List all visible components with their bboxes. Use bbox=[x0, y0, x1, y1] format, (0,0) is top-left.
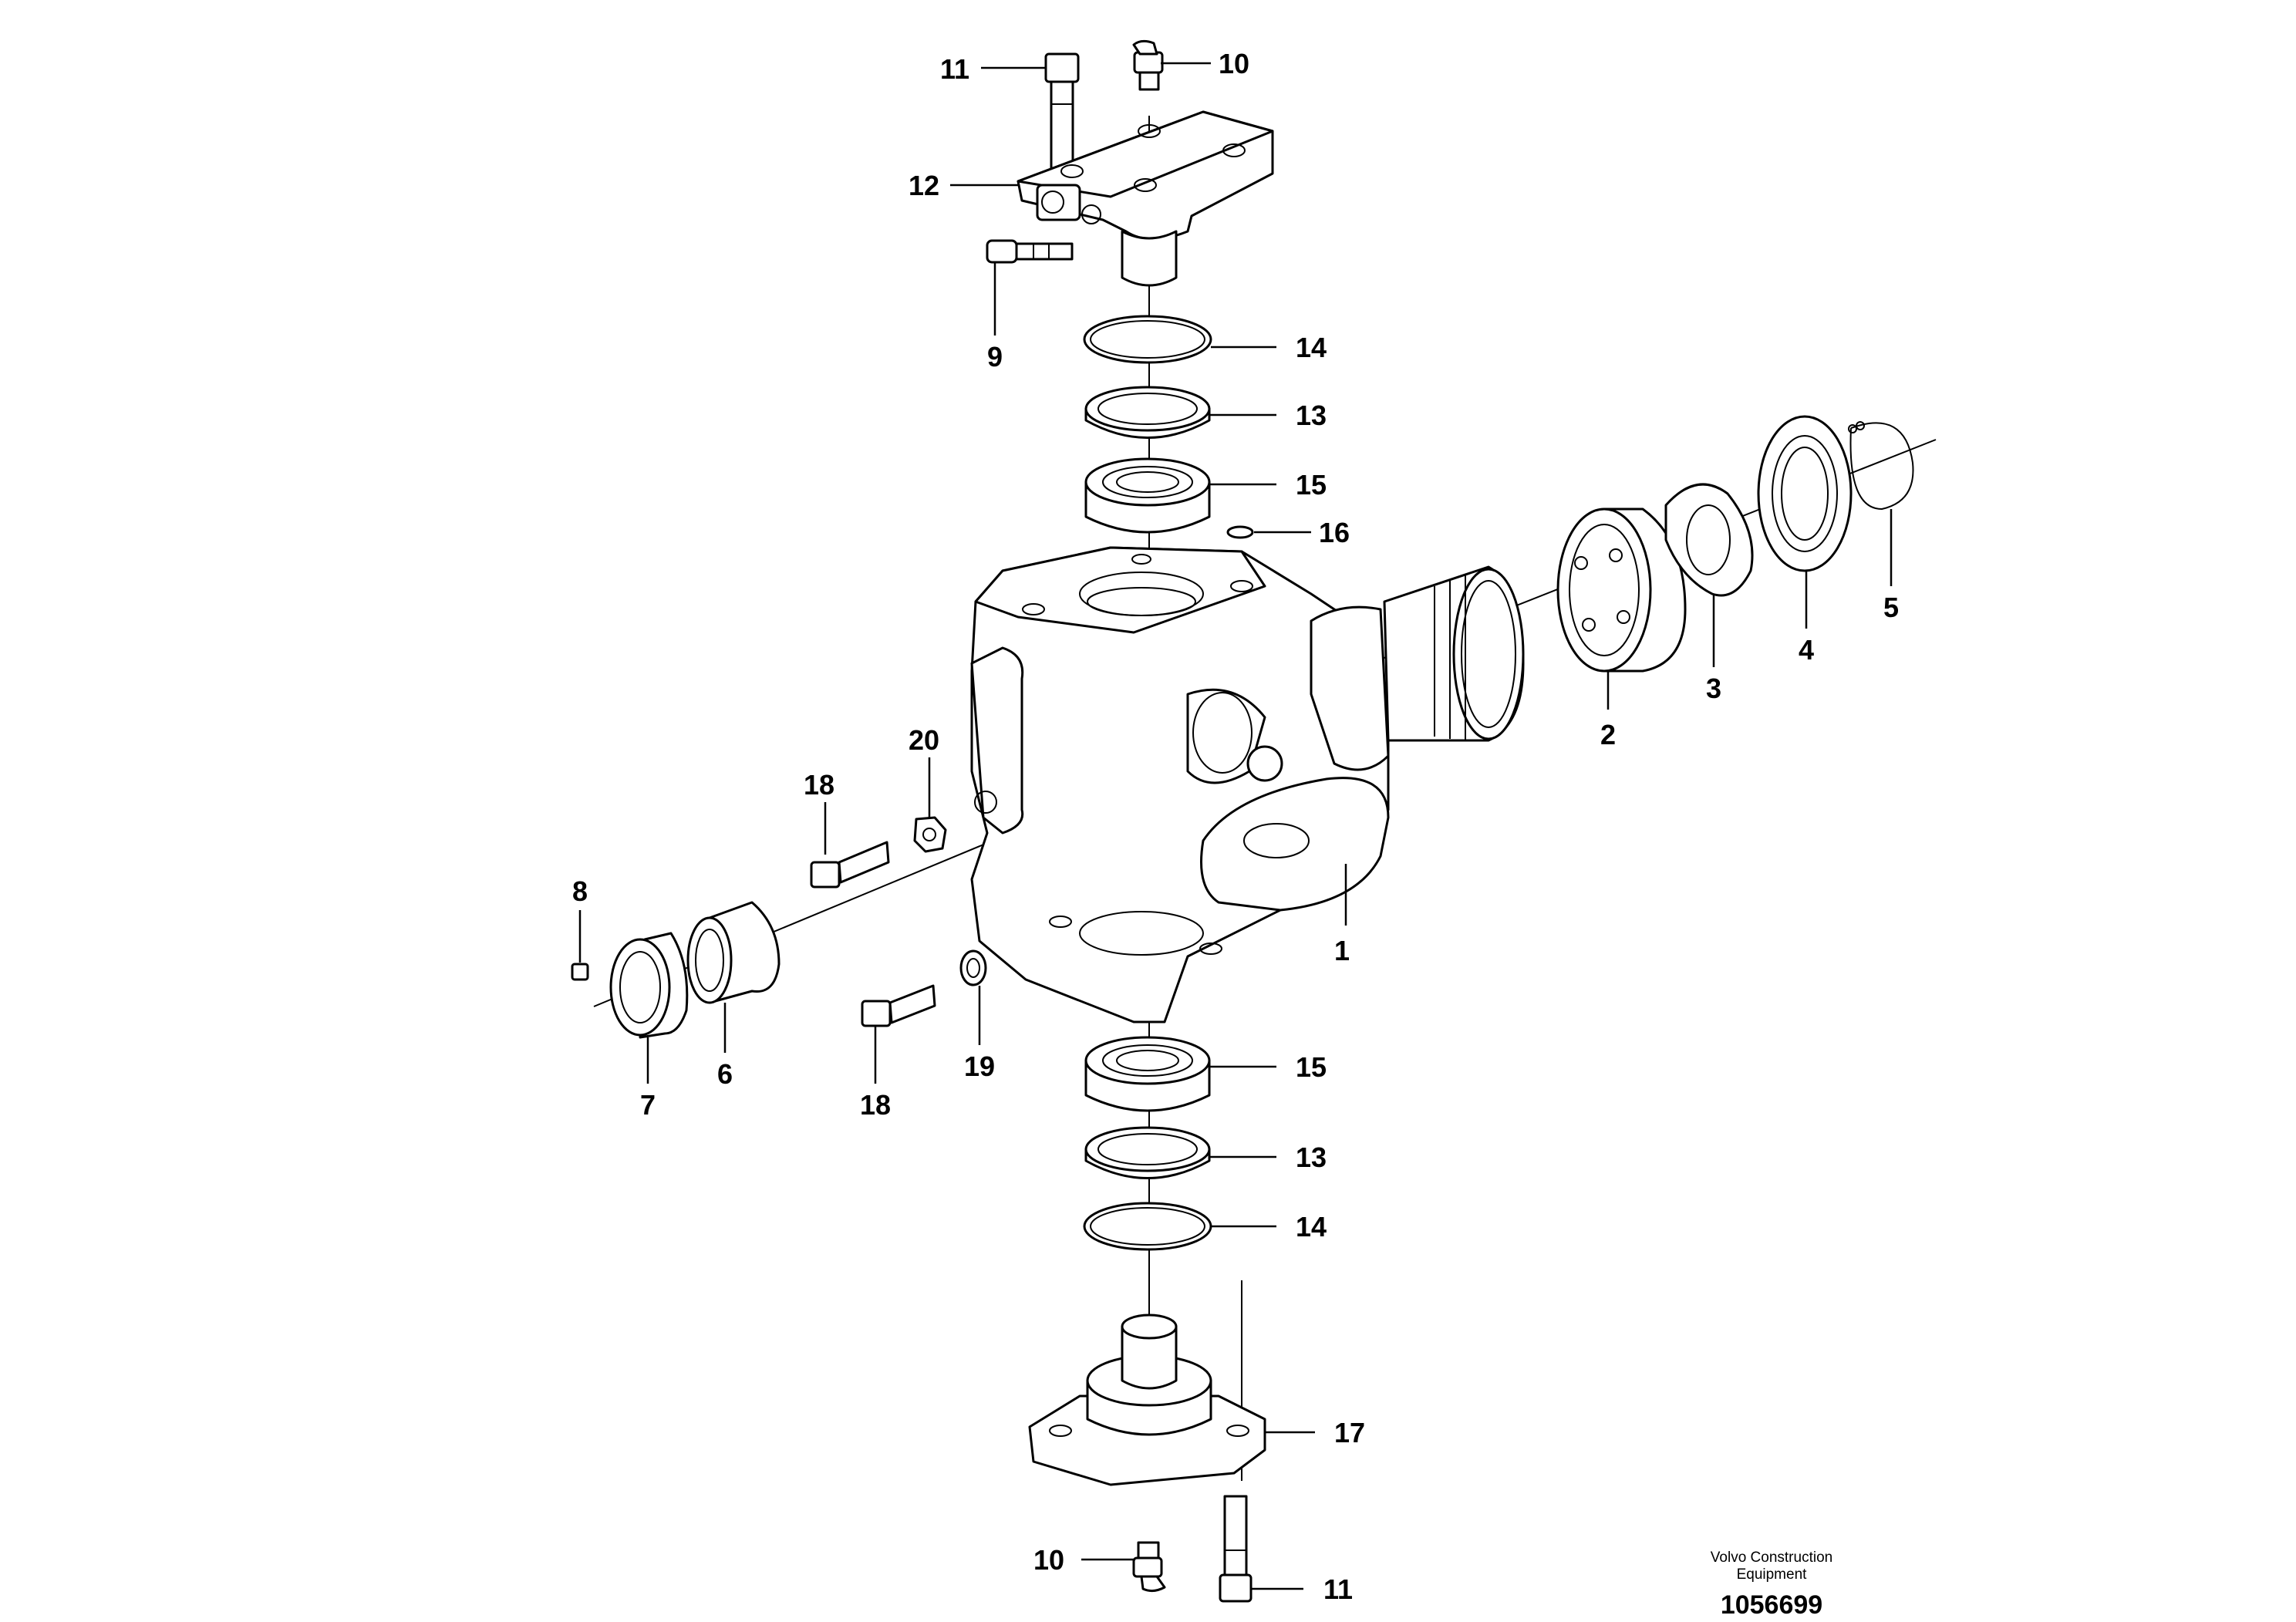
grease-nipple-top bbox=[1132, 39, 1164, 91]
callout-13-bottom: 13 bbox=[1296, 1141, 1327, 1173]
callout-13-top: 13 bbox=[1296, 400, 1327, 431]
callout-14-top: 14 bbox=[1296, 332, 1327, 363]
seal-ring-top bbox=[1084, 386, 1211, 439]
callout-17: 17 bbox=[1334, 1417, 1365, 1448]
thrust-washer bbox=[1757, 415, 1853, 572]
callout-16: 16 bbox=[1319, 517, 1350, 548]
caption-company: Volvo Construction bbox=[1711, 1549, 1832, 1566]
callout-12: 12 bbox=[909, 170, 939, 201]
document-number: 1056699 bbox=[1721, 1590, 1822, 1620]
leader-lines bbox=[578, 62, 1893, 1590]
grease-nipple-bottom bbox=[1132, 1541, 1166, 1593]
callout-19: 19 bbox=[964, 1050, 995, 1082]
seal-ring-bottom bbox=[1084, 1126, 1211, 1179]
callout-5: 5 bbox=[1883, 592, 1899, 623]
callout-3: 3 bbox=[1706, 673, 1721, 704]
callout-18-lower: 18 bbox=[860, 1089, 891, 1121]
callout-14-bottom: 14 bbox=[1296, 1211, 1327, 1243]
callout-1: 1 bbox=[1334, 935, 1350, 966]
washer-small bbox=[1226, 525, 1254, 539]
callout-6: 6 bbox=[717, 1058, 733, 1090]
callout-15-top: 15 bbox=[1296, 469, 1327, 501]
nut-20 bbox=[913, 816, 947, 853]
callout-11-top: 11 bbox=[940, 53, 969, 85]
callout-15-bottom: 15 bbox=[1296, 1051, 1327, 1083]
callout-9: 9 bbox=[987, 341, 1003, 373]
lock-washer bbox=[1664, 483, 1754, 597]
bolt-top bbox=[1044, 52, 1080, 170]
bushing-6 bbox=[686, 901, 781, 1004]
callout-10-bottom: 10 bbox=[1033, 1544, 1064, 1576]
spindle-spline bbox=[1383, 565, 1525, 742]
set-screw-8 bbox=[571, 963, 589, 981]
caption-equipment: Equipment bbox=[1737, 1566, 1808, 1583]
hub-nut bbox=[1556, 508, 1687, 673]
callout-labels: 1 2 3 4 5 6 7 8 9 10 10 11 11 12 13 13 1… bbox=[572, 48, 1899, 1605]
bolt-18-upper bbox=[810, 841, 890, 889]
bottom-cover bbox=[1028, 1313, 1266, 1486]
callout-10-top: 10 bbox=[1219, 48, 1249, 79]
callout-2: 2 bbox=[1600, 719, 1616, 750]
knuckle-housing bbox=[970, 546, 1390, 1023]
bearing-top bbox=[1084, 457, 1211, 534]
bearing-bottom bbox=[1084, 1036, 1211, 1112]
o-ring-top bbox=[1083, 315, 1212, 364]
o-ring-bottom bbox=[1083, 1202, 1212, 1251]
callout-18-upper: 18 bbox=[804, 769, 834, 801]
callout-20: 20 bbox=[909, 724, 939, 756]
callout-4: 4 bbox=[1799, 634, 1814, 666]
snap-ring bbox=[1848, 421, 1914, 511]
caption-block: Volvo Construction Equipment 1056699 bbox=[1711, 1549, 1832, 1620]
seal-7 bbox=[609, 932, 689, 1039]
callout-7: 7 bbox=[640, 1089, 656, 1121]
washer-19 bbox=[959, 949, 987, 986]
top-cover bbox=[1017, 110, 1274, 287]
bolt-18-lower bbox=[861, 984, 936, 1027]
callout-11-bottom: 11 bbox=[1323, 1573, 1353, 1605]
callout-8: 8 bbox=[572, 875, 588, 907]
plug-screw bbox=[986, 239, 1074, 264]
bolt-bottom bbox=[1219, 1495, 1253, 1603]
